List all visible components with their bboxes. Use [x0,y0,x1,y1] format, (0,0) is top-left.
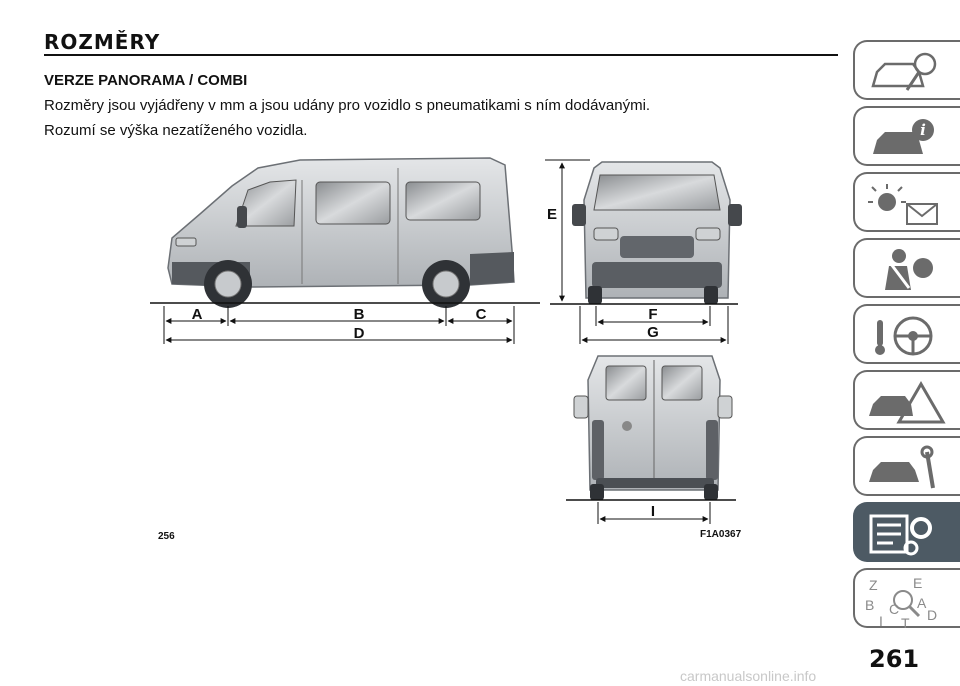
seatbelt-airbag-icon [885,249,933,290]
title-divider [44,54,838,56]
index-letter-t: T [901,615,910,631]
van-side-view [167,157,515,308]
watermark: carmanualsonline.info [680,668,817,684]
tab-alphabetical-index[interactable]: Z E B A C D I T [853,568,960,631]
side-dimension-lines: A B C D [150,302,540,344]
index-letter-d: D [927,607,937,623]
rear-dimension-lines: I [566,499,736,524]
index-letter-z: Z [869,577,878,593]
front-dimension-lines: E F G [544,159,738,344]
tab-steering-wheel[interactable] [853,304,960,364]
tab-seatbelt-airbag[interactable] [853,238,960,298]
van-front-view [572,161,742,304]
dimension-label-b: B [354,306,365,323]
alphabetical-index-icon: Z E B A C D I T [865,575,937,631]
car-key-icon [871,52,937,91]
dimension-label-g: G [647,324,659,341]
index-letter-b: B [865,597,874,613]
dimension-label-a: A [192,306,203,323]
index-letter-c: C [889,601,899,617]
steering-wheel-icon [875,316,933,356]
car-maintenance-icon [869,445,935,489]
index-letter-e: E [913,575,922,591]
figure-number: 256 [158,531,175,542]
tab-car-info[interactable]: i [853,106,960,166]
tab-emergency[interactable] [853,370,960,430]
dimension-label-c: C [476,306,487,323]
paragraph-dimensions-note: Rozměry jsou vyjádřeny v mm a jsou udány… [44,97,651,114]
van-rear-view [573,355,733,500]
index-letter-a: A [917,595,927,611]
dimension-label-i: I [651,503,655,520]
subsection-title: VERZE PANORAMA / COMBI [44,72,248,89]
page-number: 261 [869,645,920,673]
svg-text:i: i [920,121,926,139]
dimension-label-e: E [547,206,557,223]
tab-car-key[interactable] [853,40,960,100]
tab-technical-data[interactable] [853,502,960,562]
dimension-label-d: D [354,325,365,342]
paragraph-height-note: Rozumí se výška nezatíženého vozidla. [44,122,308,139]
car-emergency-icon [869,381,946,424]
tab-maintenance[interactable] [853,436,960,496]
technical-data-icon [869,514,932,556]
figure-code: F1A0367 [700,529,742,540]
dimensions-figure: A B C D E F G [150,157,742,524]
car-info-icon: i [873,119,934,154]
section-title: ROZMĚRY [44,30,161,54]
warning-lights-icon [868,184,938,225]
tab-warning-lights[interactable] [853,172,960,232]
dimension-label-f: F [648,306,657,323]
index-letter-i: I [879,613,883,629]
